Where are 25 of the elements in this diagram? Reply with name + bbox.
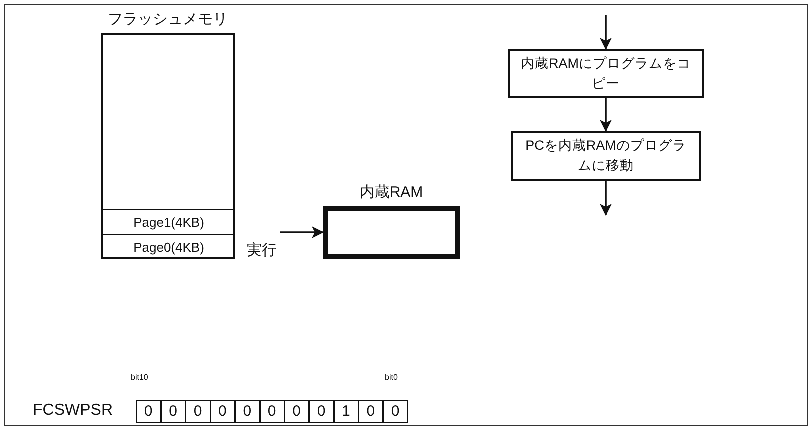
bit-cell: 0 [284, 400, 310, 423]
register-name: FCSWPSR [33, 401, 113, 421]
page-row: Page1(4KB) [103, 209, 235, 234]
process-box: PCを内蔵RAMのプログラムに移動 [511, 131, 701, 181]
arrow [600, 98, 612, 132]
node-label: 実行 [246, 240, 278, 260]
memory-label: フラッシュメモリ [107, 10, 229, 30]
process-box: 内蔵RAMにプログラムをコピー [508, 49, 704, 98]
bit-cell: 0 [210, 400, 236, 423]
bit-cell: 0 [308, 400, 334, 423]
bit-label: bit0 [385, 373, 398, 382]
bit-cell: 0 [383, 400, 408, 423]
bit-cell: 1 [334, 400, 359, 423]
page-row: Page0(4KB) [103, 234, 235, 259]
arrow [280, 226, 324, 238]
bit-cell: 0 [136, 400, 162, 423]
bit-cell: 0 [185, 400, 211, 423]
bit-cell: 0 [234, 400, 260, 423]
arrow [600, 15, 612, 50]
bit-cell: 0 [358, 400, 384, 423]
ram-label: 内蔵RAM [358, 183, 424, 203]
bit-cell: 0 [260, 400, 285, 423]
arrow [600, 181, 612, 216]
bit-cell: 0 [160, 400, 186, 423]
bit-label: bit10 [131, 373, 148, 382]
